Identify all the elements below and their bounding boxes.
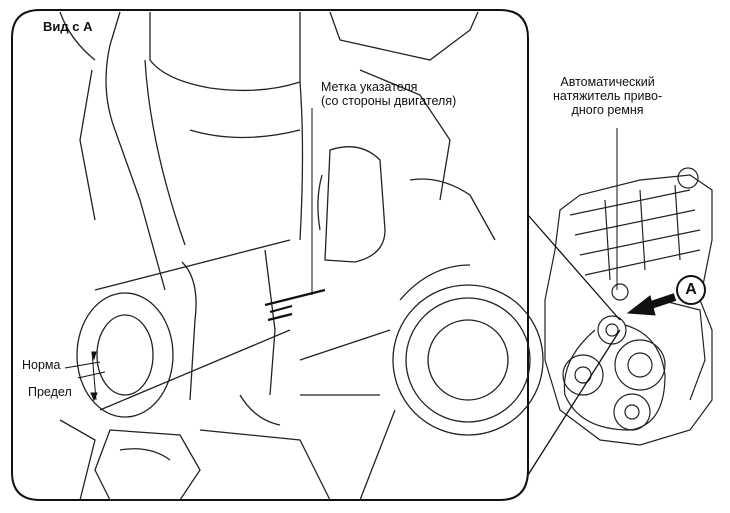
norm-limit-dimension <box>64 351 106 402</box>
view-a-arrow-icon <box>626 293 677 316</box>
view-a-callout: A <box>676 275 706 305</box>
pointer-marks <box>264 288 326 322</box>
tensioner-line-1: Автоматический <box>560 75 655 89</box>
detail-connectors <box>527 214 621 476</box>
limit-label: Предел <box>28 385 72 399</box>
detail-view-linework <box>59 11 544 501</box>
detail-view-frame <box>11 9 529 501</box>
view-title: Вид с A <box>43 19 93 34</box>
tensioner-line-2: натяжитель приво- <box>553 89 663 103</box>
tensioner-line-3: дного ремня <box>571 103 644 117</box>
engine-overview <box>544 167 713 446</box>
tensioner-label: Автоматический натяжитель приво- дного р… <box>553 75 662 117</box>
pointer-mark-line-1: Метка указателя <box>321 80 418 94</box>
norm-label: Норма <box>22 358 61 372</box>
pointer-mark-label: Метка указателя (со стороны двигателя) <box>321 80 456 108</box>
pointer-mark-line-2: (со стороны двигателя) <box>321 94 457 108</box>
